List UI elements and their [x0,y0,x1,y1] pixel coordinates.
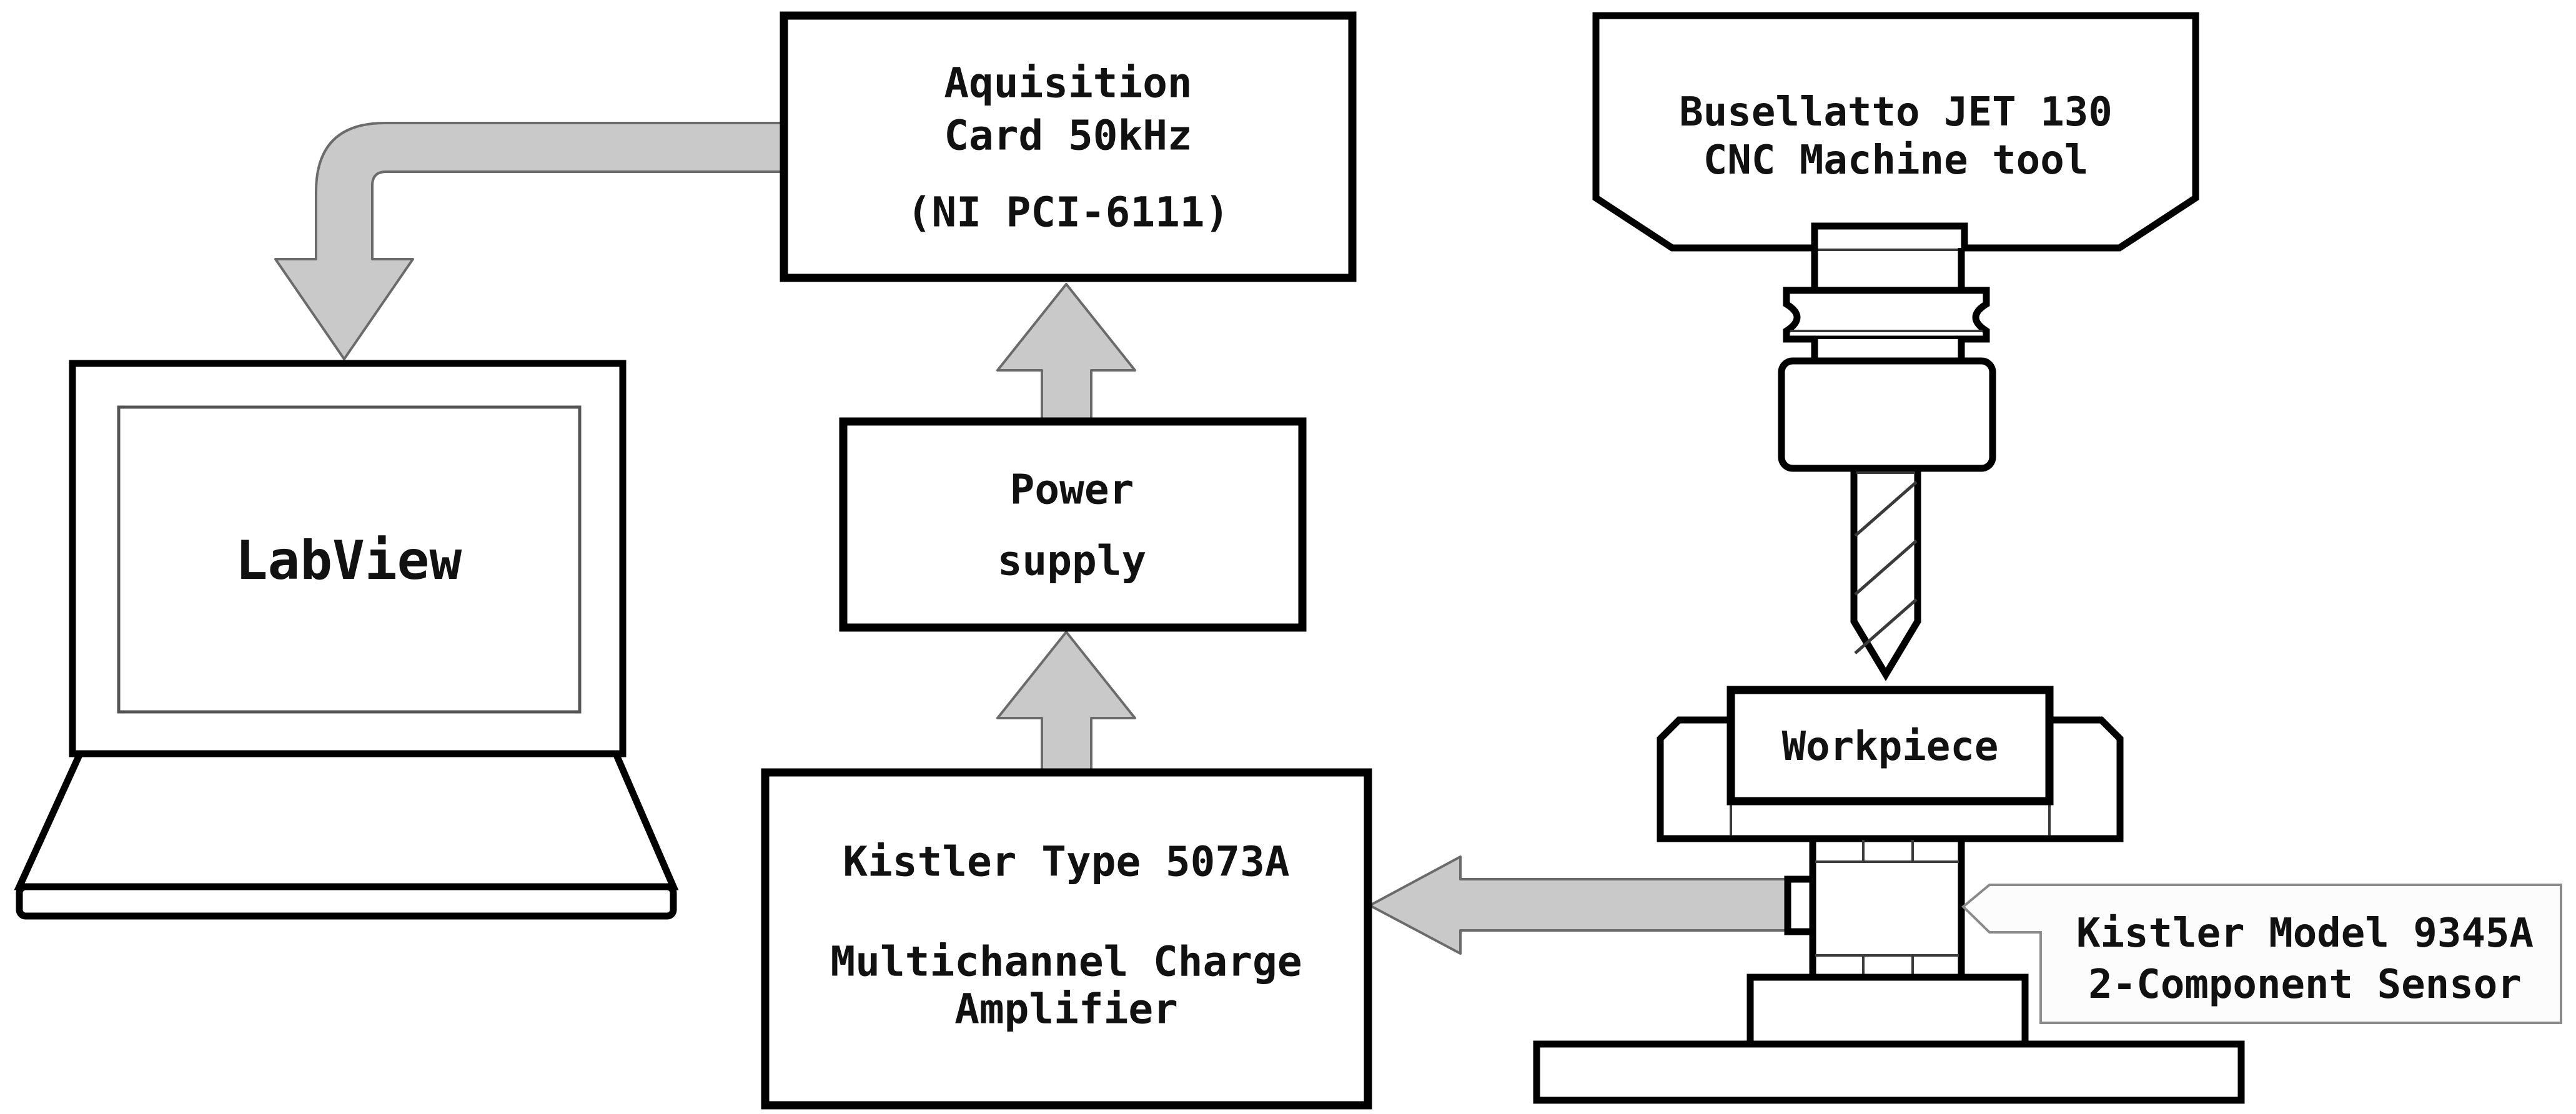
machine-label-line2: CNC Machine tool [1703,137,2089,184]
arrow-acquisition-to-laptop [274,122,785,360]
labels: Aquisition Card 50kHz (NI PCI-6111) Powe… [235,59,2534,1033]
machine-label-line1: Busellatto JET 130 [1679,89,2113,136]
sensor-tag-line1: Kistler Model 9345A [2076,910,2534,957]
sensor-cable-stub [1784,875,1816,935]
amplifier-label-line1: Kistler Type 5073A [843,838,1289,886]
arrow-power-to-acquisition [996,283,1136,423]
labview-label: LabView [235,530,462,592]
power-supply-box [839,417,1307,632]
power-label-line1: Power [1010,466,1134,514]
amplifier-label-line2: Multichannel Charge [831,938,1302,986]
tool-holder [1778,357,1996,472]
laptop-screen [117,405,582,714]
connector-arrows [274,122,1795,955]
acquisition-card-box [780,11,1357,282]
laptop-base [16,883,677,920]
acquisition-label-line1: Aquisition [944,59,1192,107]
cnc-machine [1592,12,2199,681]
power-label-line2: supply [998,537,1146,585]
workpiece-label: Workpiece [1782,724,1999,770]
amplifier-label-line3: Amplifier [954,985,1178,1033]
pedestal [1746,974,2029,1048]
laptop-keyboard-deck [14,750,679,890]
machine-table-base [1533,1040,2245,1104]
acquisition-label-line3: (NI PCI-6111) [907,189,1230,237]
arrow-sensor-to-amplifier [1369,855,1795,955]
acquisition-label-line2: Card 50kHz [944,112,1192,160]
spindle-collet [1783,287,1990,365]
spindle-neck [1811,248,1965,293]
drill-bit [1850,465,1921,681]
arrow-amplifier-to-power [996,631,1136,774]
force-sensor [1784,835,1965,981]
workpiece-fixture-assembly [1533,686,2245,1104]
sensor-label-tag [1961,884,2562,1024]
machine-body [1592,12,2199,252]
laptop [14,360,679,920]
sensor-tag-line2: 2-Component Sensor [2088,962,2522,1008]
charge-amplifier-box [761,768,1372,1110]
workpiece-box [1726,686,2054,806]
